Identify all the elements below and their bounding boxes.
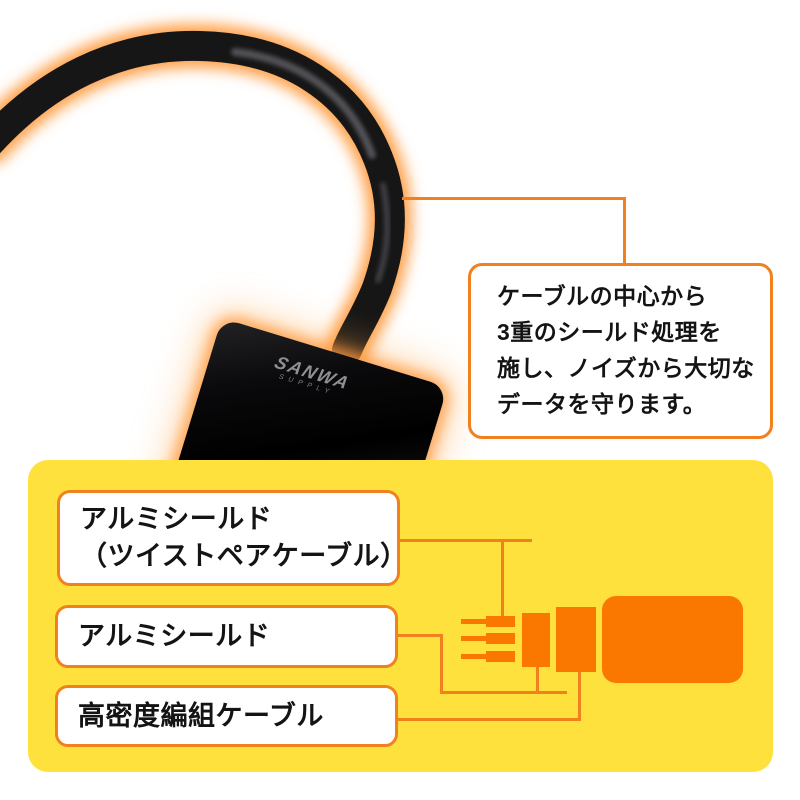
diagram-wire-tip [486, 616, 515, 627]
callout-text-line: 3重のシールド処理を [497, 319, 722, 345]
label-text-line: （ツイストペアケーブル） [80, 541, 408, 571]
callout-text-line: データを守ります。 [497, 391, 707, 417]
connector-line [400, 539, 532, 542]
label-box-braided-cable: 高密度編組ケーブル [55, 685, 398, 747]
connector-line [398, 718, 581, 721]
label-box-aluminum-shield: アルミシールド [55, 605, 398, 668]
label-box-aluminum-shield-twisted-pair: アルミシールド （ツイストペアケーブル） [57, 490, 408, 586]
diagram-inner-shield [522, 613, 550, 667]
connector-line [440, 634, 443, 694]
connector-line [501, 539, 504, 619]
callout-box: ケーブルの中心から 3重のシールド処理を 施し、ノイズから大切な データを守りま… [468, 263, 773, 439]
diagram-cable-jacket [602, 596, 743, 683]
label-text-line: アルミシールド [80, 504, 273, 534]
diagram-wire-stub [461, 654, 488, 659]
label-text-line: アルミシールド [78, 621, 271, 651]
cable-highlight [231, 48, 376, 159]
diagram-panel: アルミシールド （ツイストペアケーブル） アルミシールド 高密度編組ケーブル [28, 460, 773, 772]
diagram-wire-tip [486, 651, 515, 662]
connector-line [536, 667, 539, 694]
label-text-line: 高密度編組ケーブル [78, 700, 324, 731]
diagram-wire-stub [461, 636, 488, 641]
diagram-wire-tip [486, 633, 515, 644]
connector-line [398, 634, 443, 637]
callout-leader-horizontal [402, 197, 626, 200]
cable-highlight-2 [375, 182, 391, 283]
connector-line [440, 691, 567, 694]
connector-line [578, 672, 581, 721]
callout-text-line: ケーブルの中心から [497, 283, 708, 309]
callout-leader-vertical [623, 197, 626, 266]
callout-text-line: 施し、ノイズから大切な [497, 355, 755, 381]
diagram-wire-stub [461, 619, 488, 624]
diagram-braid-layer [556, 607, 596, 672]
